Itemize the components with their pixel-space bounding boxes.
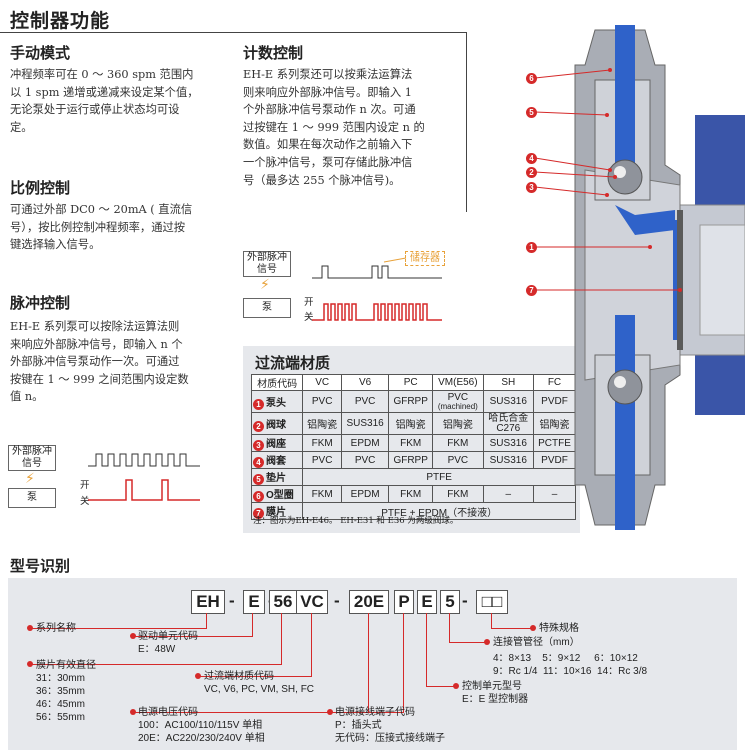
table-cell: PVC — [341, 451, 390, 469]
model-pipe-sizes: 4：8×13 5：9×12 6：10×12 9：Rc 1/4 11：10×16 … — [493, 653, 648, 677]
lightning-icon: ⚡ — [25, 470, 35, 486]
pulse-off-label: 关 — [80, 496, 90, 507]
col-header: V6 — [341, 374, 390, 391]
code-dash: - — [229, 591, 235, 610]
code-box-special: □□ — [476, 590, 508, 614]
code-box-pipe: 5 — [440, 590, 460, 614]
table-cell: FKM — [432, 485, 484, 503]
table-cell: PVC — [302, 451, 343, 469]
code-box-voltage: 20E — [349, 590, 389, 614]
count-ext-signal-box: 外部脉冲信号 — [243, 251, 291, 277]
table-cell: 铝陶瓷 — [388, 412, 434, 435]
callout-4: 4 — [526, 153, 537, 164]
table-cell: PVC — [432, 451, 484, 469]
table-cell: PVC — [341, 390, 390, 413]
col-header: PC — [388, 374, 434, 391]
table-cell: FKM — [302, 485, 343, 503]
manual-heading: 手动模式 — [10, 45, 71, 62]
page-title: 控制器功能 — [10, 11, 111, 32]
callout-6: 6 — [526, 73, 537, 84]
col-header: 材质代码 — [250, 374, 304, 391]
col-header: VC — [302, 374, 343, 391]
callout-5: 5 — [526, 107, 537, 118]
model-control-label: 控制单元型号 E：E 型控制器 — [462, 681, 529, 705]
table-cell: SUS316 — [482, 451, 534, 469]
model-voltage-label: 电源电压代码 100：AC100/110/115V 单相 20E：AC220/2… — [138, 707, 265, 744]
proportional-text: 可通过外部 DC0 ～ 20mA ( 直流信 号），按比例控制冲程频率，通过按 … — [10, 203, 193, 252]
code-dash: - — [462, 591, 468, 610]
count-text: EH-E 系列泵还可以按乘法运算法 则来响应外部脉冲信号。即输入 1 个外部脉冲… — [243, 68, 425, 187]
model-wetted-label: 过流端材质代码 VC, V6, PC, VM, SH, FC — [204, 671, 315, 695]
code-box-plug: P — [394, 590, 414, 614]
code-box-drive: E — [243, 590, 265, 614]
col-header: SH — [482, 374, 534, 391]
model-plug-label: 电源接线端子代码 P：插头式 无代码：压接式接线端子 — [335, 707, 445, 744]
code-box-series: EH — [191, 590, 225, 614]
materials-heading: 过流端材质 — [255, 355, 331, 372]
model-series-label: 系列名称 — [36, 623, 76, 634]
code-box-wetted: VC — [296, 590, 328, 614]
proportional-heading: 比例控制 — [10, 180, 71, 197]
table-cell: 铝陶瓷 — [432, 412, 484, 435]
code-box-control: E — [417, 590, 437, 614]
col-header: FC — [532, 374, 577, 391]
pulse-on-label: 开 — [80, 480, 90, 491]
count-on-label: 开 — [304, 297, 314, 308]
table-cell: SUS316 — [341, 412, 390, 435]
pulse-heading: 脉冲控制 — [10, 295, 71, 312]
table-cell: EPDM — [341, 434, 390, 452]
table-cell: FKM — [432, 434, 484, 452]
pump-cross-section — [534, 25, 745, 530]
pulse-text: EH-E 系列泵可以按除法运算法则 来响应外部脉冲信号，即输入 n 个 外部脉冲… — [10, 320, 189, 404]
table-cell: GFRPP — [388, 390, 434, 413]
table-cell: EPDM — [341, 485, 390, 503]
count-timing-chart — [312, 257, 442, 321]
col-header: VM(E56) — [432, 374, 484, 391]
table-cell: PTFE + EPDM（不接液） — [302, 502, 576, 520]
column-rule — [466, 32, 467, 212]
callout-1: 1 — [526, 242, 537, 253]
table-cell: FKM — [302, 434, 343, 452]
model-pipe-title: 连接管管径（mm） — [493, 637, 580, 648]
lightning-icon: ⚡ — [260, 276, 270, 292]
pulse-pump-box: 泵 — [8, 488, 56, 508]
table-cell: FKM — [388, 485, 434, 503]
callout-7: 7 — [526, 285, 537, 296]
table-cell: PVC — [302, 390, 343, 413]
pulse-ext-signal-box: 外部脉冲信号 — [8, 445, 56, 471]
code-dash: - — [334, 591, 340, 610]
pulse-timing-chart — [88, 453, 200, 501]
callout-3: 3 — [526, 182, 537, 193]
table-cell: GFRPP — [388, 451, 434, 469]
table-cell: 铝陶瓷 — [302, 412, 343, 435]
count-heading: 计数控制 — [243, 45, 304, 62]
materials-note: 注：图示为EH-E46。 EH-E31 和 E36 为两级阀球。 — [253, 516, 459, 526]
count-pump-box: 泵 — [243, 298, 291, 318]
table-cell: FKM — [388, 434, 434, 452]
title-rule — [0, 32, 466, 33]
manual-text: 冲程频率可在 0 ～ 360 spm 范围内 以 1 spm 递增或递减来设定某… — [10, 68, 199, 134]
callout-2: 2 — [526, 167, 537, 178]
table-cell: PVC(machined) — [432, 390, 484, 413]
code-box-diaphragm: 56 — [269, 590, 297, 614]
count-off-label: 关 — [304, 312, 314, 323]
model-heading: 型号识别 — [10, 558, 71, 575]
model-special-label: 特殊规格 — [539, 623, 579, 634]
model-drive-label: 驱动单元代码 E：48W — [138, 631, 198, 655]
model-diaphragm-label: 膜片有效直径 31：30mm 36：35mm 46：45mm 56：55mm — [36, 660, 96, 723]
